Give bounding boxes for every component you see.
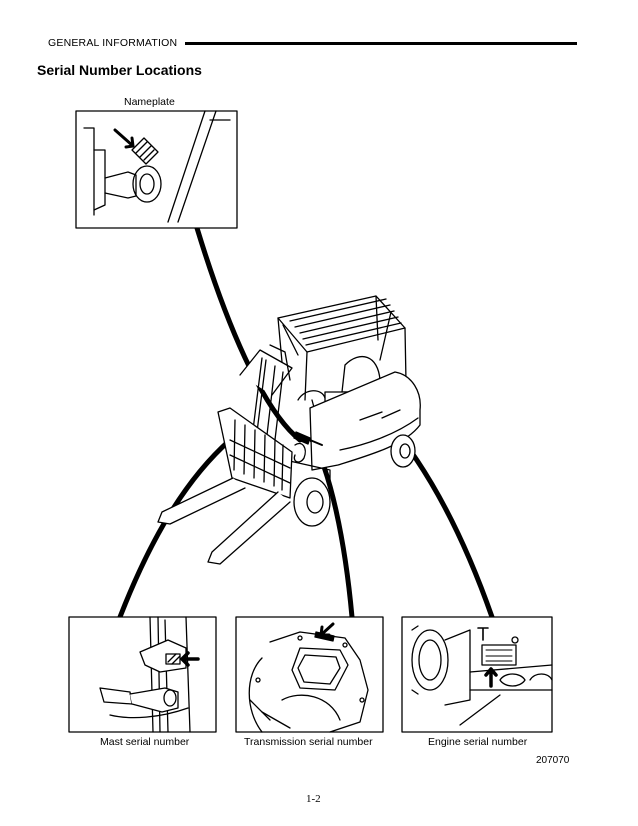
engine-serial-caption: Engine serial number: [428, 736, 528, 748]
forklift-mast: [157, 344, 323, 565]
section-header: GENERAL INFORMATION: [48, 37, 178, 49]
nameplate-arrow-icon: [113, 128, 135, 149]
engine-arrow-icon: [484, 667, 498, 688]
leader-lines: [117, 225, 495, 620]
mast-serial-caption: Mast serial number: [100, 736, 190, 748]
transmission-inset-frame: [235, 616, 384, 733]
page-number: 1-2: [306, 793, 321, 805]
page-title: Serial Number Locations: [37, 62, 202, 78]
nameplate-caption: Nameplate: [124, 96, 175, 108]
forklift-body: [277, 295, 421, 527]
transmission-serial-caption: Transmission serial number: [244, 736, 373, 748]
header-rule: [185, 42, 577, 45]
mast-arrow-icon: [180, 651, 200, 667]
figure-number: 207070: [536, 755, 570, 766]
mast-inset-frame: [68, 616, 217, 733]
engine-inset-frame: [401, 616, 553, 733]
nameplate-inset-frame: [75, 110, 238, 229]
transmission-arrow-icon: [319, 622, 335, 637]
